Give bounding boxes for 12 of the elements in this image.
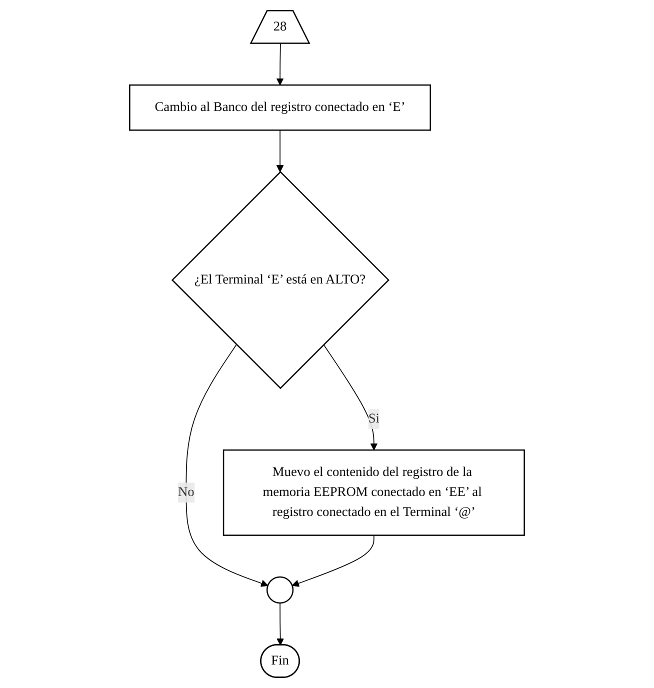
node-circle: [266, 576, 294, 604]
arrow: [276, 602, 284, 646]
node-box: Cambio al Banco del registro conectado en ‘E’: [129, 84, 431, 131]
arrow: [276, 43, 284, 86]
arrow: [323, 344, 378, 450]
node-diamond: ¿El Terminal ‘E’ está en ALTO?: [171, 171, 390, 390]
arrow: [276, 130, 284, 172]
arrow: [186, 344, 268, 587]
edge-label: No: [178, 485, 194, 500]
arrow: [292, 534, 374, 587]
node-box: Muevo el contenido del registro de la memoria EEPROM conectado en ‘EE’ al registro conectado en el Terminal ‘@’: [222, 449, 525, 536]
edge-label: Si: [368, 412, 380, 426]
